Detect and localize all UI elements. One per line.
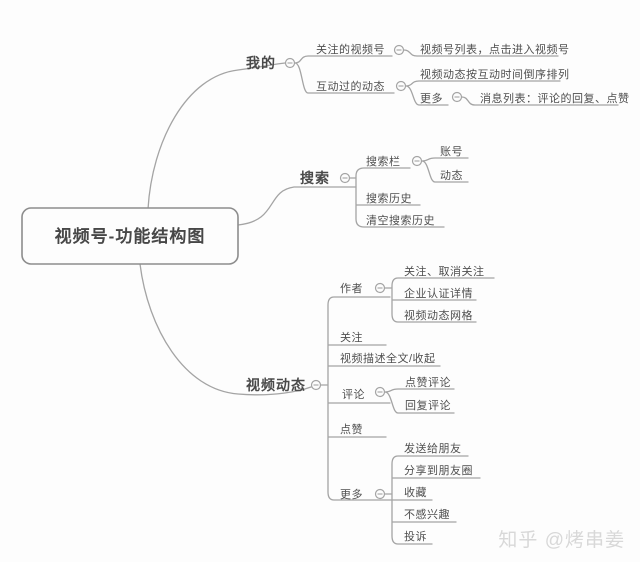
- node-more-top[interactable]: 更多: [420, 91, 443, 105]
- bracket-searchbar-children: [421, 157, 469, 183]
- collapse-toggle-followed-channels[interactable]: [393, 44, 405, 56]
- collapse-toggle-more-bottom[interactable]: [374, 488, 386, 500]
- branch-search-label[interactable]: 搜索: [300, 170, 330, 186]
- node-comment[interactable]: 评论: [342, 387, 365, 401]
- my-branch-connectors: [294, 49, 619, 106]
- branch-video-feed-label[interactable]: 视频动态: [246, 377, 306, 393]
- root-topic-label: 视频号-功能结构图: [55, 226, 206, 246]
- node-more-bottom[interactable]: 更多: [340, 487, 363, 501]
- root-branch-connectors: [139, 62, 357, 396]
- connector-followed-channels-child: [403, 49, 559, 57]
- bracket-interacted-children: [405, 80, 561, 106]
- node-report[interactable]: 投诉: [404, 529, 427, 543]
- node-followed-channels[interactable]: 关注的视频号: [316, 42, 385, 56]
- collapse-toggle-video-feed[interactable]: [310, 379, 322, 391]
- node-moments[interactable]: 动态: [440, 169, 463, 182]
- node-like-comment[interactable]: 点赞评论: [405, 375, 451, 389]
- node-search-history[interactable]: 搜索历史: [366, 191, 412, 205]
- node-like[interactable]: 点赞: [340, 423, 363, 436]
- node-author[interactable]: 作者: [340, 282, 363, 295]
- bracket-more-bottom-children: [384, 455, 481, 545]
- search-branch-connectors: [349, 157, 469, 228]
- node-video-grid[interactable]: 视频动态网格: [404, 308, 473, 322]
- node-not-interested[interactable]: 不感兴趣: [404, 507, 450, 521]
- node-send-to-friend[interactable]: 发送给朋友: [404, 441, 462, 455]
- node-reply-comment[interactable]: 回复评论: [405, 398, 451, 412]
- collapse-toggle-interacted[interactable]: [395, 80, 407, 92]
- node-share-to-moments[interactable]: 分享到朋友圈: [404, 463, 473, 477]
- root-topic[interactable]: 视频号-功能结构图: [21, 207, 239, 265]
- node-clear-search-history[interactable]: 清空搜索历史: [366, 213, 435, 227]
- node-channel-list-hint[interactable]: 视频号列表，点击进入视频号: [420, 42, 570, 56]
- collapse-toggle-comment[interactable]: [374, 386, 386, 398]
- node-follow-unfollow[interactable]: 关注、取消关注: [404, 264, 485, 278]
- node-favorite[interactable]: 收藏: [404, 485, 427, 499]
- connector-root-to-my: [147, 62, 286, 210]
- bracket-feed-children: [320, 296, 441, 501]
- node-interacted-posts[interactable]: 互动过的动态: [316, 79, 385, 93]
- node-description-expand[interactable]: 视频描述全文/收起: [340, 351, 436, 365]
- node-account[interactable]: 账号: [440, 145, 463, 158]
- collapse-toggle-my[interactable]: [284, 57, 296, 69]
- connector-root-to-search: [237, 186, 357, 226]
- connector-more-top-child: [461, 96, 619, 106]
- bracket-search-children: [349, 167, 445, 228]
- node-follow[interactable]: 关注: [340, 330, 363, 344]
- node-enterprise-cert[interactable]: 企业认证详情: [404, 286, 473, 300]
- feed-branch-connectors: [320, 277, 495, 545]
- root-topic-box: [21, 207, 239, 265]
- collapse-toggle-more-top[interactable]: [451, 91, 463, 103]
- zhihu-watermark: 知乎 @烤串姜: [498, 529, 625, 551]
- collapse-toggle-author[interactable]: [374, 282, 386, 294]
- node-message-list[interactable]: 消息列表：评论的回复、点赞: [480, 91, 630, 105]
- connector-root-to-feed: [139, 263, 312, 396]
- bracket-my-children: [294, 55, 395, 94]
- bracket-comment-children: [384, 388, 455, 414]
- node-search-bar[interactable]: 搜索栏: [366, 154, 401, 168]
- collapse-toggle-search-bar[interactable]: [411, 155, 423, 167]
- branch-my-label[interactable]: 我的: [246, 55, 276, 71]
- node-sorted-by-time[interactable]: 视频动态按互动时间倒序排列: [420, 67, 570, 81]
- collapse-toggle-search[interactable]: [339, 172, 351, 184]
- bracket-author-children: [384, 277, 495, 323]
